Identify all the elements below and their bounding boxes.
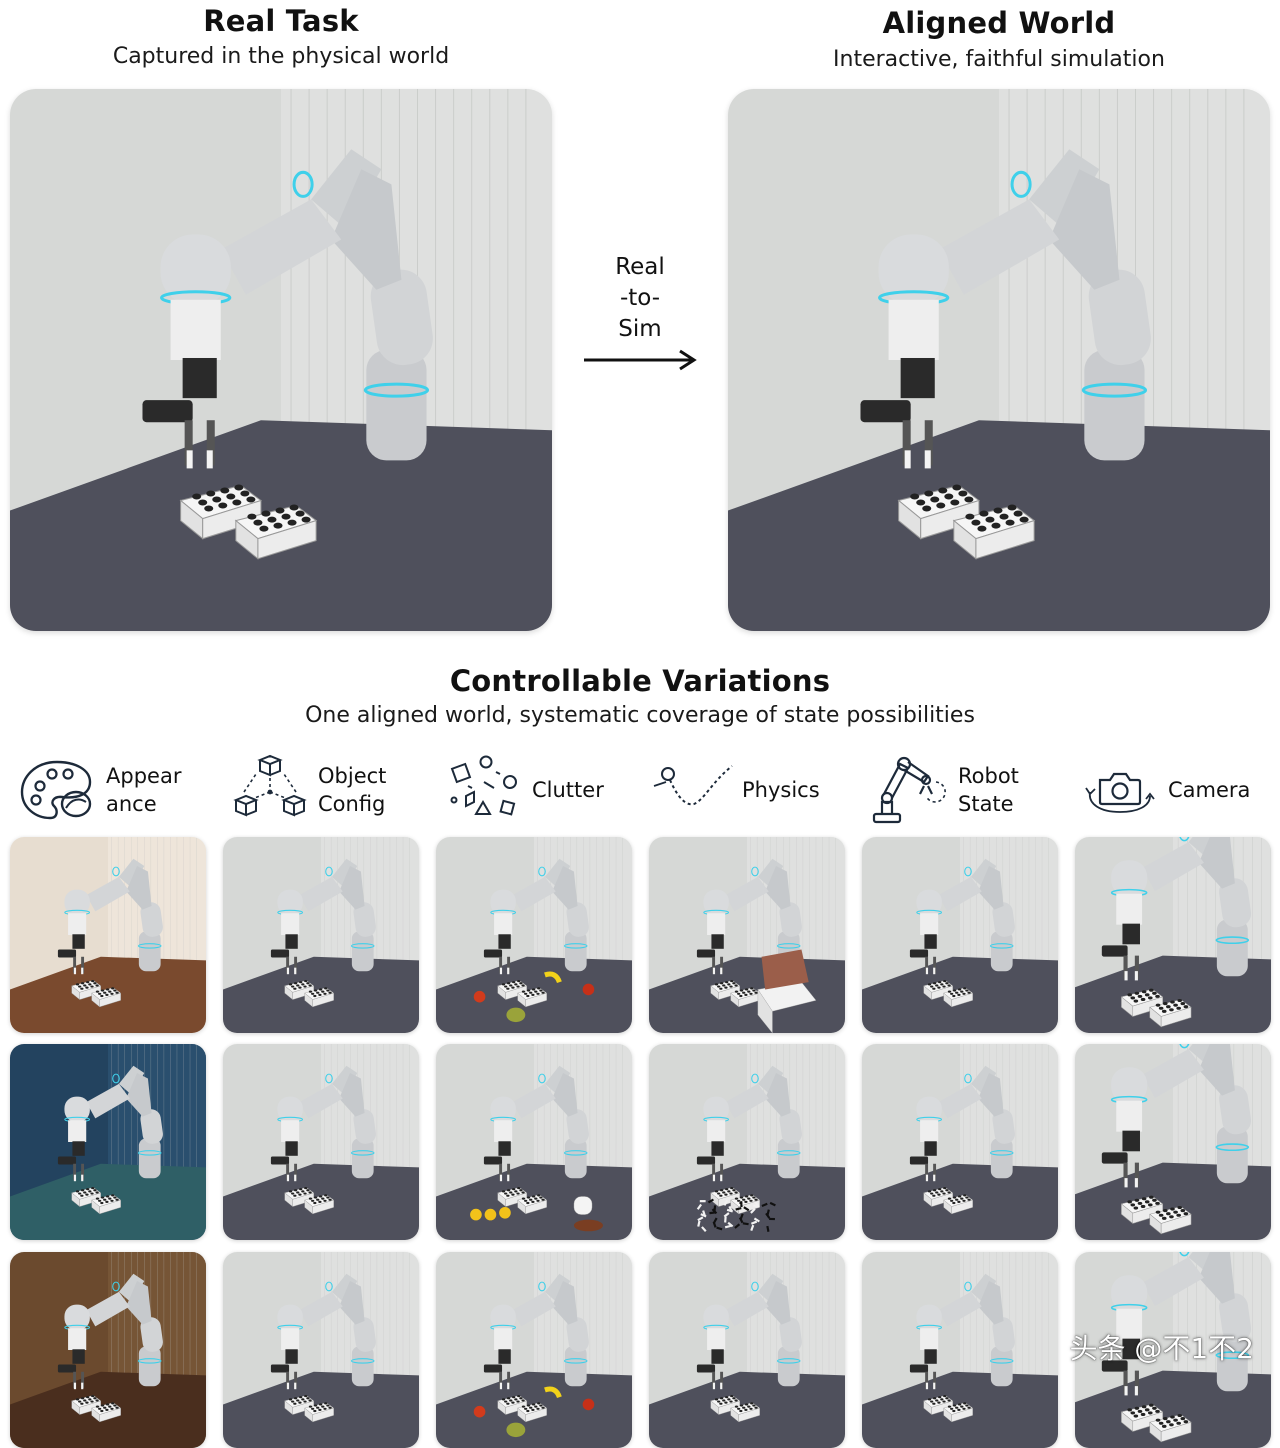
aligned-world-subtitle: Interactive, faithful simulation: [833, 47, 1165, 72]
aligned-world-render: [728, 89, 1270, 631]
arrow-label-line-1: Real: [615, 254, 665, 280]
real-task-subtitle: Captured in the physical world: [112, 44, 450, 69]
arrow-label-line-3: Sim: [618, 316, 662, 342]
variation-tile: [649, 1252, 845, 1448]
variation-tile: [862, 837, 1058, 1033]
variation-tile: [862, 1252, 1058, 1448]
variation-tile: [436, 1044, 632, 1240]
camera-icon: [1085, 772, 1155, 813]
variation-tile: [436, 1252, 632, 1448]
real-to-sim-label: Real -to- Sim: [590, 252, 690, 345]
variation-tile: [649, 837, 845, 1033]
category-label: Clutter: [532, 778, 604, 802]
variation-tile: [436, 837, 632, 1033]
variation-tile: [10, 1044, 206, 1240]
aligned-world-title: Aligned World: [882, 6, 1116, 40]
variation-tile: [1075, 837, 1271, 1033]
variation-tile: [10, 837, 206, 1033]
variation-tile: [862, 1044, 1058, 1240]
category-label: Appear ance: [106, 764, 182, 816]
physics-trajectory-icon: [653, 765, 733, 806]
category-camera: Camera: [1076, 752, 1250, 828]
category-label: Camera: [1168, 778, 1251, 802]
variation-tile: [1075, 1044, 1271, 1240]
category-clutter: Clutter: [440, 752, 604, 828]
variations-subtitle: One aligned world, systematic coverage o…: [305, 703, 975, 728]
variation-tile: [649, 1044, 845, 1240]
object-config-icon: [233, 754, 307, 817]
real-task-title: Real Task: [203, 4, 359, 38]
real-task-photo: [10, 89, 552, 631]
category-robot-state: Robot State: [866, 752, 1019, 828]
variation-tile: [223, 1252, 419, 1448]
variations-title: Controllable Variations: [449, 664, 831, 698]
category-object-config: Object Config: [226, 752, 386, 828]
palette-icon: [20, 760, 92, 820]
variation-tile: [10, 1252, 206, 1448]
category-label: Physics: [742, 778, 820, 802]
watermark-text: 头条 @不1不2: [1069, 1332, 1254, 1365]
category-appearance: Appear ance: [14, 752, 181, 828]
arrow-label-line-2: -to-: [619, 285, 661, 311]
right-arrow-icon: [584, 349, 697, 371]
category-label: Robot State: [958, 764, 1019, 816]
variation-tile: [223, 1044, 419, 1240]
category-label: Object Config: [318, 764, 387, 816]
variation-tile: [223, 837, 419, 1033]
robot-arm-icon: [872, 756, 946, 824]
category-physics: Physics: [650, 752, 820, 828]
clutter-icon: [450, 755, 517, 816]
